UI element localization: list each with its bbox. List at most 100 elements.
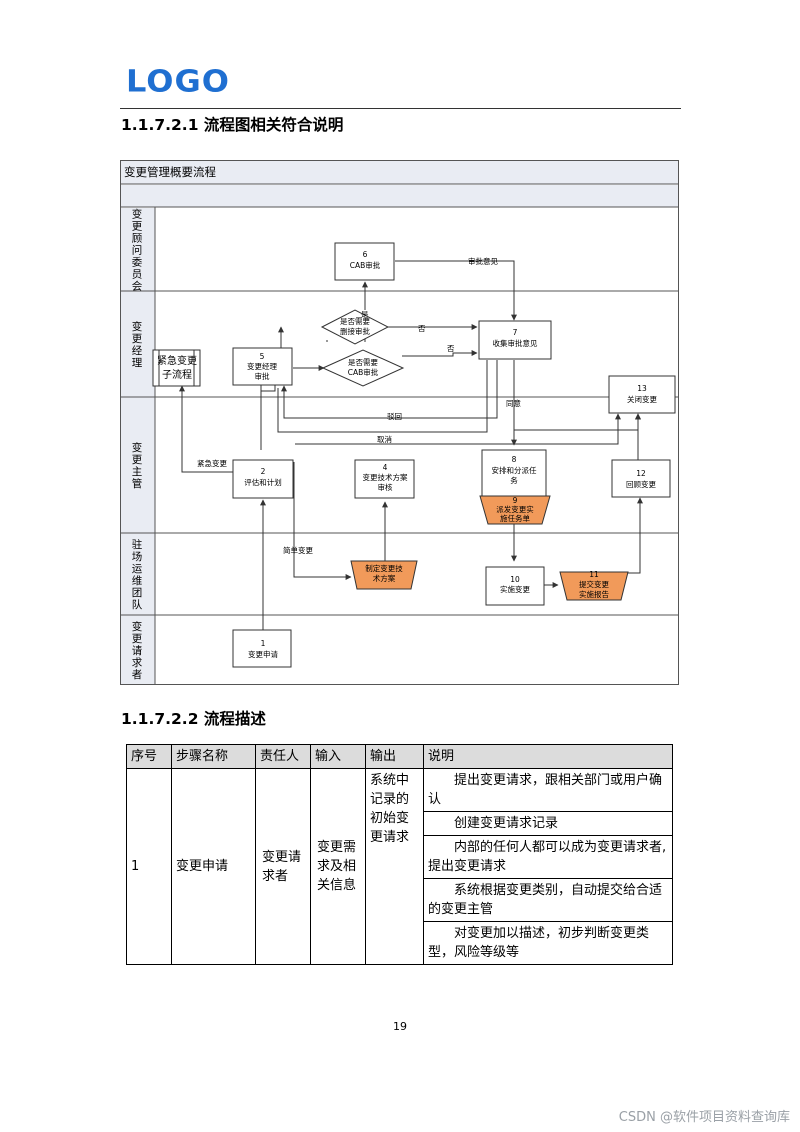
lane-label-change-manager: 变更经理 bbox=[132, 320, 143, 369]
urgent-subprocess-line-1: 紧急变更 bbox=[157, 354, 197, 367]
task-dispatch-order bbox=[479, 495, 551, 525]
node-2-number: 2 bbox=[261, 467, 266, 476]
node-4-label-2: 审核 bbox=[378, 482, 393, 492]
cell-step-name: 变更申请 bbox=[171, 768, 256, 965]
node-5-label-2: 审批 bbox=[255, 371, 270, 381]
node-implement bbox=[485, 566, 545, 606]
cell-input: 变更需求及相关信息 bbox=[310, 768, 366, 965]
node-1-number: 1 bbox=[261, 639, 266, 648]
node-8-number: 8 bbox=[512, 455, 517, 464]
section-heading-2: 1.1.7.2.2 流程描述 bbox=[121, 710, 266, 728]
lane-label-change-supervisor: 变更主管 bbox=[132, 441, 143, 490]
cell-note-2: 创建变更请求记录 bbox=[423, 811, 673, 836]
decision-cab-approval bbox=[321, 349, 405, 387]
node-collect-opinions bbox=[478, 320, 552, 360]
section-heading-1: 1.1.7.2.1 流程图相关符合说明 bbox=[121, 116, 344, 134]
label-yes: 是 bbox=[361, 310, 369, 319]
node-cab-approval bbox=[334, 242, 395, 281]
node-review bbox=[611, 459, 671, 498]
header-notes: 说明 bbox=[423, 744, 673, 769]
page-number: 19 bbox=[393, 1020, 407, 1033]
node-6-number: 6 bbox=[363, 250, 368, 259]
change-management-flowchart: 变更管理概要流程 变更顾问委员会 变更经理 变更主管 驻场运维团队 变更请求者 bbox=[120, 160, 679, 685]
cell-note-4: 系统根据变更类别，自动提交给合适的变更主管 bbox=[423, 878, 673, 922]
node-assign-tasks bbox=[481, 449, 547, 497]
diagram-title-bar bbox=[121, 161, 678, 184]
decision-1-line-1: 是否需要 bbox=[340, 317, 370, 326]
node-4-number: 4 bbox=[383, 463, 388, 472]
label-urgent-change: 紧急变更 bbox=[197, 458, 227, 468]
node-8-label: 安排和分派任 bbox=[492, 465, 537, 475]
diagram-title: 变更管理概要流程 bbox=[124, 165, 216, 179]
diagram-subheader-bar bbox=[121, 185, 678, 207]
node-11-number: 11 bbox=[589, 570, 599, 579]
node-2-label: 评估和计划 bbox=[244, 477, 282, 487]
node-urgent-subprocess bbox=[152, 349, 201, 387]
node-assess-plan bbox=[232, 459, 294, 499]
lane-label-requester: 变更请求者 bbox=[132, 620, 143, 681]
node-7-number: 7 bbox=[513, 328, 518, 337]
decision-1-line-2: 删接审批 bbox=[340, 326, 370, 336]
node-6-label: CAB审批 bbox=[350, 260, 381, 270]
node-8-label-2: 务 bbox=[510, 475, 518, 485]
cell-note-3: 内部的任何人都可以成为变更请求者,提出变更请求 bbox=[423, 835, 673, 879]
urgent-subprocess-line-2: 子流程 bbox=[162, 368, 192, 381]
node-13-number: 13 bbox=[637, 384, 647, 393]
decision-2-line-2: CAB审批 bbox=[348, 367, 379, 377]
table-row: 系统根据变更类别，自动提交给合适的变更主管 bbox=[127, 878, 673, 922]
node-13-label: 关闭变更 bbox=[627, 394, 657, 404]
label-cancel: 取消 bbox=[377, 434, 392, 444]
table-row: 对变更加以描述，初步判断变更类型，风险等级等 bbox=[127, 921, 673, 965]
decision-direct-approval bbox=[320, 309, 390, 345]
node-12-number: 12 bbox=[636, 469, 646, 478]
decision-2-line-1: 是否需要 bbox=[348, 358, 378, 367]
diagram-frame bbox=[120, 160, 679, 685]
cell-note-1: 提出变更请求，跟相关部门或用户确认 bbox=[423, 768, 673, 812]
label-no-1: 否 bbox=[418, 324, 426, 333]
node-5-label: 变更经理 bbox=[247, 361, 277, 371]
header-input: 输入 bbox=[310, 744, 366, 769]
header-owner: 责任人 bbox=[255, 744, 311, 769]
label-agree: 同意 bbox=[506, 398, 521, 408]
header-seq: 序号 bbox=[126, 744, 172, 769]
node-10-number: 10 bbox=[510, 575, 520, 584]
cell-seq: 1 bbox=[126, 768, 172, 965]
cell-output: 系统中记录的初始变更请求 bbox=[365, 768, 424, 965]
node-12-label: 回顾变更 bbox=[626, 479, 656, 489]
lane-label-onsite-team: 驻场运维团队 bbox=[132, 538, 143, 611]
node-manager-approval bbox=[232, 347, 293, 386]
logo: LOGO bbox=[126, 62, 230, 100]
watermark: CSDN @软件项目资料查询库 bbox=[618, 1110, 790, 1125]
node-10-label: 实施变更 bbox=[500, 584, 530, 594]
header-output: 输出 bbox=[365, 744, 424, 769]
label-approval-opinion: 审批意见 bbox=[468, 256, 498, 266]
node-7-label: 收集审批意见 bbox=[493, 338, 538, 348]
node-5-number: 5 bbox=[260, 352, 265, 361]
node-1-label: 变更申请 bbox=[248, 649, 278, 659]
table-row: 内部的任何人都可以成为变更请求者,提出变更请求 bbox=[127, 835, 673, 879]
table-row: 创建变更请求记录 bbox=[127, 811, 673, 836]
label-reject: 驳回 bbox=[387, 412, 402, 421]
node-9-label-2: 施任务单 bbox=[500, 513, 530, 523]
cell-owner: 变更请求者 bbox=[255, 768, 311, 965]
node-tech-review bbox=[354, 459, 415, 499]
task-submit-report bbox=[559, 571, 629, 601]
table-header-row: 序号 步骤名称 责任人 输入 输出 说明 bbox=[126, 744, 673, 769]
node-3-label-2: 术方案 bbox=[373, 573, 396, 583]
lane-header-column bbox=[121, 208, 155, 684]
node-3-label: 制定变更技 bbox=[365, 563, 403, 573]
lane-label-cab: 变更顾问委员会 bbox=[132, 208, 143, 293]
label-simple-change: 简单变更 bbox=[283, 545, 313, 555]
node-9-number: 9 bbox=[513, 496, 518, 505]
node-9-label: 派发变更实 bbox=[496, 504, 534, 514]
header-step-name: 步骤名称 bbox=[171, 744, 256, 769]
node-close bbox=[608, 375, 676, 414]
node-11-label-2: 实施报告 bbox=[579, 589, 609, 599]
node-change-request bbox=[232, 629, 292, 668]
task-tech-plan bbox=[350, 560, 418, 590]
table-row: 1 变更申请 变更请求者 变更需求及相关信息 系统中记录的初始变更请求 提出变更… bbox=[126, 768, 673, 965]
cell-note-5: 对变更加以描述，初步判断变更类型，风险等级等 bbox=[423, 921, 673, 965]
process-description-table: 序号 步骤名称 责任人 输入 输出 说明 1 变更申请 变更请求者 变更需求及相… bbox=[126, 744, 673, 965]
node-4-label: 变更技术方案 bbox=[363, 472, 408, 482]
header-rule bbox=[120, 108, 681, 109]
